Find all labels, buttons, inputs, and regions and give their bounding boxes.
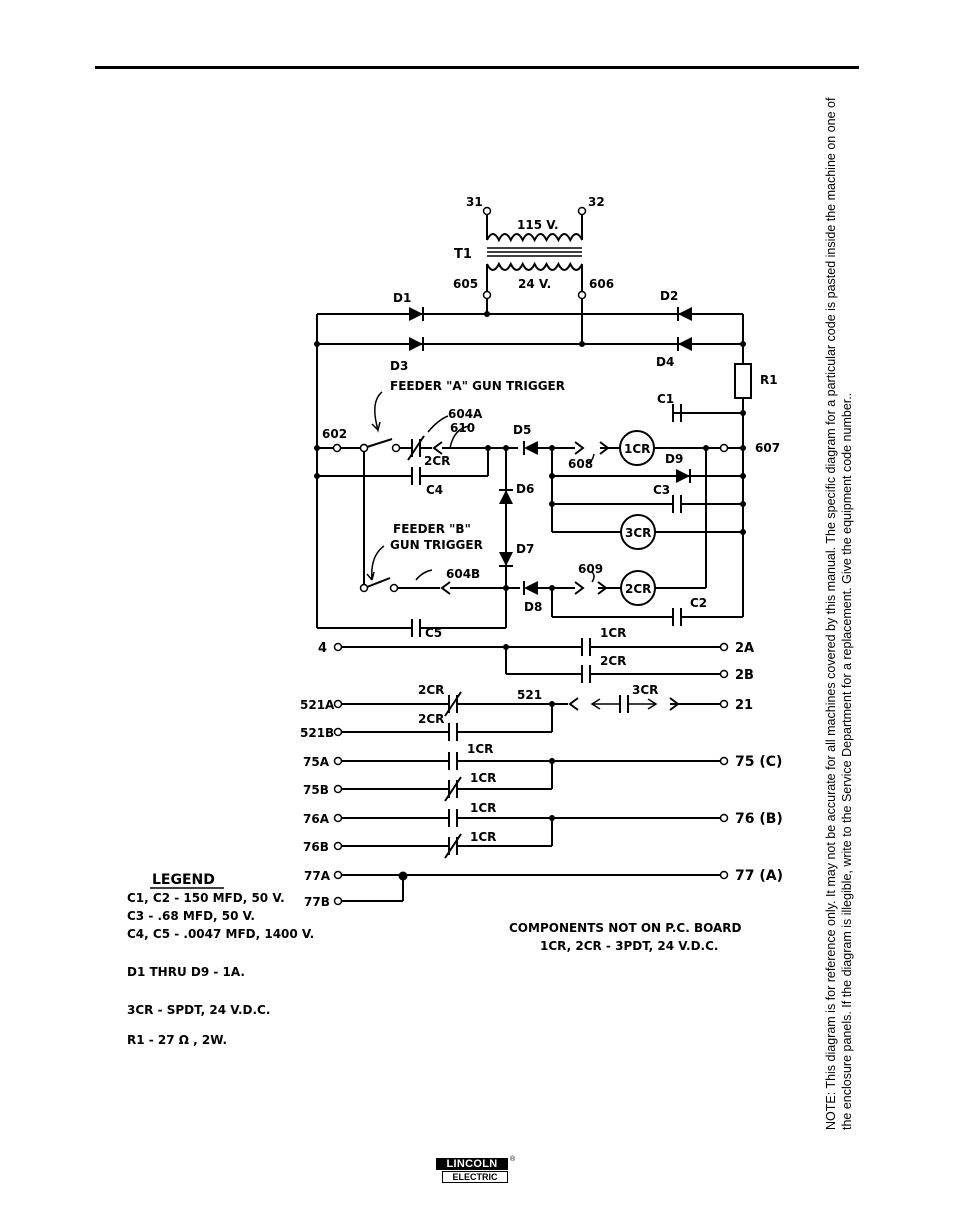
logo-line2: ELECTRIC [442, 1171, 508, 1183]
label-605: 605 [453, 277, 478, 291]
label-d6: D6 [516, 482, 534, 496]
label-feeder-b-1: FEEDER "B" [393, 522, 471, 536]
label-606: 606 [589, 277, 614, 291]
label-feeder-a: FEEDER "A" GUN TRIGGER [390, 379, 565, 393]
logo-line1: LINCOLN [436, 1158, 508, 1170]
legend-item-3cr: 3CR - SPDT, 24 V.D.C. [127, 1003, 270, 1017]
label-24v: 24 V. [518, 277, 551, 291]
label-2cr-coil: 2CR [625, 582, 651, 596]
contact-label-4-1cr: 1CR [600, 626, 626, 640]
terminal-75b: 75B [303, 783, 329, 797]
label-602: 602 [322, 427, 347, 441]
diodes-d6-d7 [498, 448, 514, 588]
terminal-2a: 2A [735, 641, 754, 656]
terminal-77a: 77A [304, 869, 331, 883]
components-note-line1: COMPONENTS NOT ON P.C. BOARD [509, 921, 742, 935]
label-c3: C3 [653, 483, 670, 497]
terminal-76b: 76B [303, 840, 329, 854]
label-c5: C5 [425, 626, 442, 640]
legend-item-r1: R1 - 27 Ω , 2W. [127, 1033, 227, 1047]
label-c1: C1 [657, 392, 674, 406]
components-note: COMPONENTS NOT ON P.C. BOARD 1CR, 2CR - … [509, 921, 742, 953]
label-607: 607 [755, 441, 780, 455]
contact-label-521a: 2CR [418, 683, 444, 697]
label-d1: D1 [393, 291, 411, 305]
legend: LEGEND C1, C2 - 150 MFD, 50 V. C3 - .68 … [127, 872, 314, 1047]
bridge-rectifier [314, 306, 752, 628]
feeder-b-trigger-circuit [317, 545, 743, 637]
label-3cr-coil: 3CR [625, 526, 651, 540]
contact-label-76a: 1CR [470, 801, 496, 815]
label-d5: D5 [513, 423, 531, 437]
terminal-4: 4 [318, 641, 327, 656]
contact-label-21-3cr: 3CR [632, 683, 658, 697]
relay-3cr-circuit [549, 448, 746, 550]
terminal-76a: 76A [303, 812, 330, 826]
label-d4: D4 [656, 355, 674, 369]
terminal-21: 21 [735, 698, 753, 713]
label-r1: R1 [760, 373, 778, 387]
terminal-77: 77 (A) [735, 868, 783, 884]
terminal-521b: 521B [300, 726, 334, 740]
legend-item-diodes: D1 THRU D9 - 1A. [127, 965, 245, 979]
lincoln-electric-logo: LINCOLN ELECTRIC ® [436, 1156, 515, 1184]
feeder-a-trigger-circuit [314, 391, 518, 588]
contact-network [333, 638, 729, 906]
legend-item-caps-c1-c2: C1, C2 - 150 MFD, 50 V. [127, 891, 285, 905]
contact-label-521b: 2CR [418, 712, 444, 726]
contact-label-75a: 1CR [467, 742, 493, 756]
label-c4: C4 [426, 483, 443, 497]
capacitor-c1 [672, 404, 743, 422]
label-d8: D8 [524, 600, 542, 614]
label-c2: C2 [690, 596, 707, 610]
label-d9: D9 [665, 452, 683, 466]
legend-item-caps-c4-c5: C4, C5 - .0047 MFD, 1400 V. [127, 927, 314, 941]
top-rule [95, 66, 859, 69]
label-t1: T1 [454, 247, 472, 262]
label-604b: 604B [446, 567, 480, 581]
label-d3: D3 [390, 359, 408, 373]
label-2cr-contact-a: 2CR [424, 454, 450, 468]
terminal-2b: 2B [735, 668, 754, 683]
reference-note: NOTE: This diagram is for reference only… [824, 97, 854, 1130]
contact-label-76b: 1CR [470, 830, 496, 844]
label-1cr-coil: 1CR [624, 442, 650, 456]
registered-mark: ® [510, 1156, 516, 1163]
terminal-76: 76 (B) [735, 811, 783, 827]
contact-label-75b: 1CR [470, 771, 496, 785]
label-610: 610 [450, 421, 475, 435]
label-521: 521 [517, 688, 542, 702]
label-32: 32 [588, 195, 605, 209]
label-feeder-b-2: GUN TRIGGER [390, 538, 483, 552]
transformer-t1 [482, 206, 587, 344]
contact-label-4-2cr: 2CR [600, 654, 626, 668]
relay-1cr-circuit [523, 430, 746, 588]
terminal-521a: 521A [300, 698, 335, 712]
label-d2: D2 [660, 289, 678, 303]
terminal-75a: 75A [303, 755, 330, 769]
label-31: 31 [466, 195, 483, 209]
components-note-line2: 1CR, 2CR - 3PDT, 24 V.D.C. [540, 939, 718, 953]
label-115v: 115 V. [517, 218, 559, 232]
terminal-77b: 77B [304, 895, 330, 909]
legend-item-cap-c3: C3 - .68 MFD, 50 V. [127, 909, 255, 923]
terminal-75: 75 (C) [735, 754, 782, 770]
legend-title: LEGEND [152, 872, 215, 888]
label-608: 608 [568, 457, 593, 471]
label-604a: 604A [448, 407, 483, 421]
label-d7: D7 [516, 542, 534, 556]
label-609: 609 [578, 562, 603, 576]
